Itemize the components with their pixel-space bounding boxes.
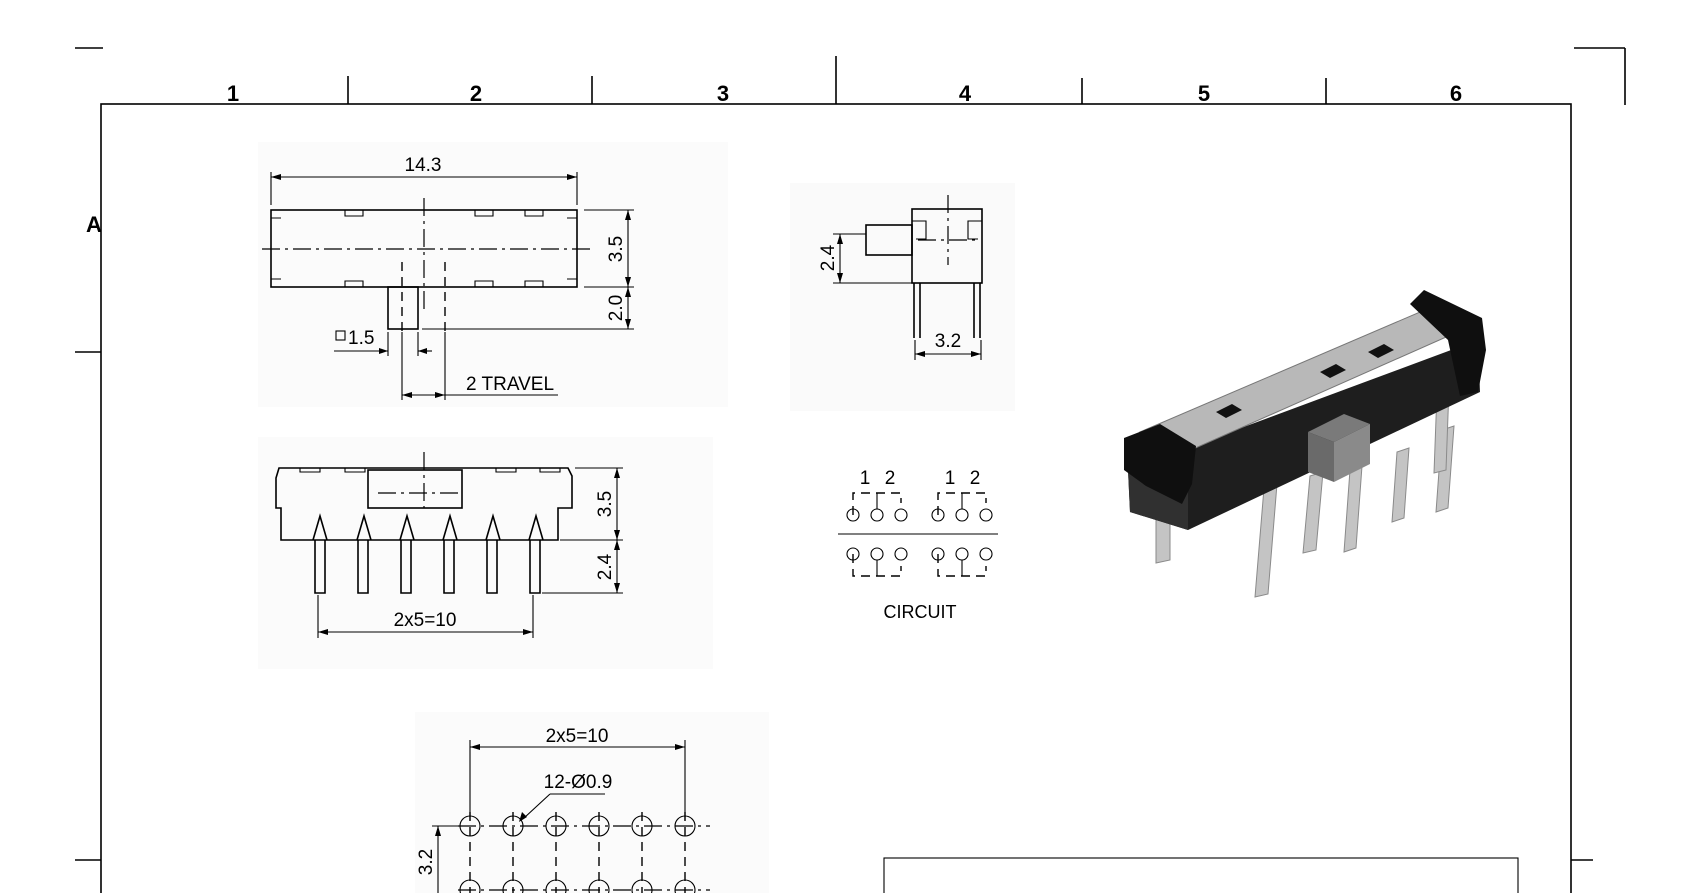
side-width-dim: 3.2 xyxy=(935,331,961,352)
zone-label-2: 2 xyxy=(470,81,482,106)
actuator-size-dim: 1.5 xyxy=(348,328,374,349)
front-view xyxy=(258,437,713,669)
circuit-label: CIRCUIT xyxy=(884,602,957,622)
zone-label-3: 3 xyxy=(717,81,729,106)
pcb-layout xyxy=(415,712,769,893)
switch-3d-render xyxy=(1124,290,1486,598)
top-width-dim: 14.3 xyxy=(405,155,442,176)
circuit-pole-3: 1 xyxy=(945,468,956,489)
circuit-pole-4: 2 xyxy=(970,468,981,489)
zone-label-5: 5 xyxy=(1198,81,1210,106)
front-body-dim: 3.5 xyxy=(595,491,616,517)
circuit-pole-2: 2 xyxy=(885,468,896,489)
pcb-row-dim: 3.2 xyxy=(416,849,437,875)
top-height-dim: 3.5 xyxy=(606,236,627,262)
zone-label-6: 6 xyxy=(1450,81,1462,106)
zone-label-1: 1 xyxy=(227,81,239,106)
sheet-frame xyxy=(75,47,1626,893)
travel-dim: 2 TRAVEL xyxy=(466,374,554,395)
front-pin-dim: 2.4 xyxy=(595,553,616,580)
circuit-pole-1: 1 xyxy=(860,468,871,489)
circuit-diagram xyxy=(838,492,998,577)
title-block xyxy=(883,857,1519,893)
side-view xyxy=(790,183,1015,411)
side-height-dim: 2.4 xyxy=(818,244,839,271)
zone-label-a: A xyxy=(86,212,102,237)
zone-label-4: 4 xyxy=(959,81,972,106)
front-pitch-dim: 2x5=10 xyxy=(394,610,457,631)
pcb-pitch-dim: 2x5=10 xyxy=(546,726,609,747)
top-view xyxy=(258,142,728,407)
pcb-hole-dim: 12-Ø0.9 xyxy=(544,772,613,793)
top-actuator-dim: 2.0 xyxy=(606,295,627,321)
